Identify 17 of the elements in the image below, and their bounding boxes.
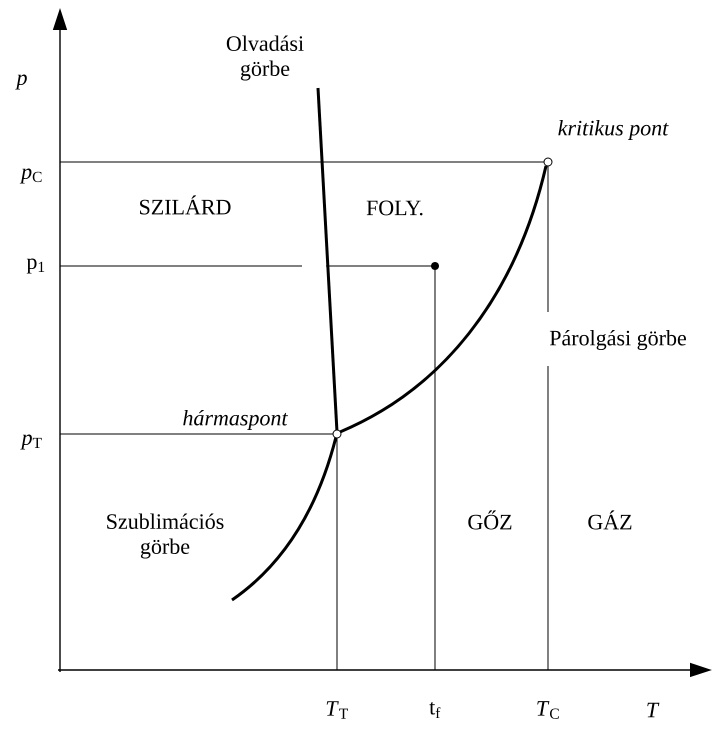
region-label: FOLY. bbox=[366, 200, 422, 216]
curve-label: Olvadási görbe bbox=[226, 35, 304, 81]
curve-label: Szublimációs görbe bbox=[107, 513, 224, 559]
point-label: kritikus pont bbox=[558, 120, 669, 140]
axis-tick-label: p$_{T}$ bbox=[20, 434, 42, 450]
region-label: GÁZ bbox=[588, 510, 632, 530]
region-label: GŐZ bbox=[468, 510, 512, 530]
axis-label: T bbox=[647, 702, 660, 718]
region-label: SZILÁRD bbox=[140, 195, 231, 215]
axis-tick-label: t$_{f}$ bbox=[429, 702, 440, 718]
curve-label: Párolgási görbe bbox=[550, 330, 686, 350]
axis-label: p bbox=[15, 74, 27, 90]
axis-tick-label: T$_{C}$ bbox=[537, 701, 559, 719]
axis-tick-label: p$_{C}$ bbox=[20, 168, 42, 184]
axis-tick-label: T$_{T}$ bbox=[326, 701, 348, 719]
point-label: hármaspont bbox=[183, 410, 288, 430]
axis-tick-label: p$_{1}$ bbox=[26, 258, 44, 274]
